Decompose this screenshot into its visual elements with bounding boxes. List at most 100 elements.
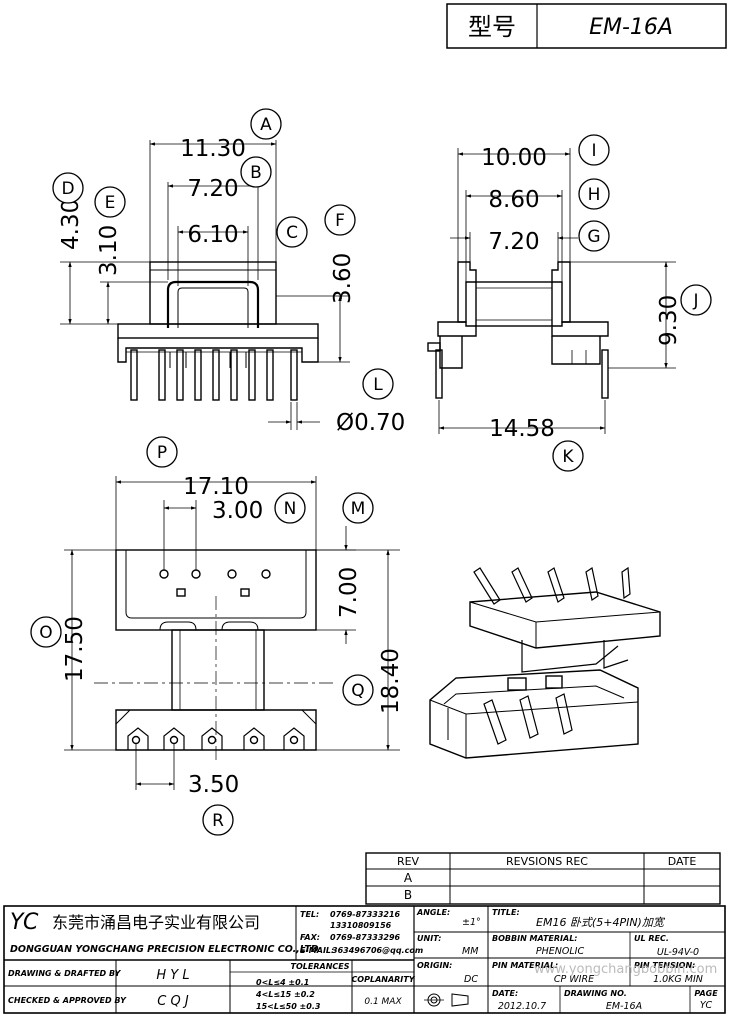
tolerances-label: TOLERANCES — [291, 962, 350, 971]
dim-R: 3.50 — [188, 772, 239, 798]
dim-F: 3.60 — [330, 253, 356, 304]
dim-P: 17.10 — [183, 474, 249, 500]
top-view-dimensions — [64, 476, 400, 790]
rev-row-a: A — [404, 871, 413, 885]
svg-text:N: N — [284, 499, 297, 519]
unit-label: UNIT: — [417, 934, 441, 943]
side-view-dimensions — [438, 148, 676, 434]
balloon-F: F — [324, 204, 356, 236]
rev-row-b: B — [404, 888, 412, 902]
checked-by: C Q J — [157, 994, 189, 1009]
title-label: TITLE: — [492, 908, 520, 917]
top-view-centerlines — [94, 596, 336, 762]
page-label: PAGE — [694, 989, 718, 998]
balloon-L: L — [362, 368, 394, 400]
balloon-E: E — [94, 186, 126, 218]
bobbin-value: PHENOLIC — [536, 946, 585, 957]
balloon-P: P — [146, 436, 178, 468]
svg-text:B: B — [250, 163, 262, 183]
balloon-K: K — [552, 440, 584, 472]
dim-H: 8.60 — [488, 187, 539, 213]
tolerance-1: 0<L≤4 ±0.1 — [256, 978, 309, 987]
front-view — [117, 261, 319, 401]
svg-text:R: R — [212, 811, 224, 831]
dim-E: 3.10 — [96, 225, 122, 276]
watermark: www.yongchangbobbin.com — [534, 962, 717, 977]
angle-label: ANGLE: — [416, 908, 450, 917]
balloon-G: G — [578, 220, 610, 252]
dim-G: 7.20 — [488, 229, 539, 255]
svg-text:I: I — [591, 141, 596, 161]
fax-label: FAX: — [300, 933, 320, 942]
drafted-by: H Y L — [156, 968, 189, 983]
balloon-Q: Q — [342, 674, 374, 706]
drawing-no-label: DRAWING NO. — [564, 989, 627, 998]
tolerance-3: 15<L≤50 ±0.3 — [256, 1002, 321, 1011]
pin-tension-value: 1.0KG MIN — [653, 974, 703, 985]
dim-O: 17.50 — [62, 616, 88, 682]
tolerance-2: 4<L≤15 ±0.2 — [255, 990, 315, 999]
checked-label: CHECKED & APPROVED BY — [8, 996, 127, 1005]
date-value: 2012.10.7 — [498, 1001, 546, 1012]
svg-text:J: J — [692, 291, 698, 311]
unit-value: MM — [462, 946, 478, 957]
origin-label: ORIGIN: — [417, 961, 452, 970]
fax-value: 0769-87333296 — [330, 933, 401, 942]
svg-text:E: E — [105, 193, 116, 213]
svg-text:Q: Q — [351, 681, 364, 701]
pin-material-label: PIN MATERIAL: — [492, 961, 558, 970]
svg-text:K: K — [562, 447, 574, 467]
company-name-en: DONGGUAN YONGCHANG PRECISION ELECTRONIC … — [10, 944, 319, 955]
drawing-no-value: EM-16A — [606, 1001, 642, 1012]
dim-J: 9.30 — [656, 295, 682, 346]
balloon-O: O — [30, 616, 62, 648]
coplanarity-label: COPLANARITY — [351, 975, 415, 984]
svg-text:C: C — [286, 223, 298, 243]
rev-rec-header: REVSIONS REC — [506, 855, 588, 868]
dim-N: 3.00 — [212, 498, 263, 524]
svg-text:D: D — [61, 179, 74, 199]
revision-table — [365, 852, 721, 905]
dim-D: 4.30 — [58, 199, 84, 250]
pin-material-value: CP WIRE — [554, 974, 594, 985]
svg-text:M: M — [351, 499, 366, 519]
model-number: EM-16A — [589, 15, 673, 40]
dim-M: 7.00 — [336, 567, 362, 618]
balloon-H: H — [578, 178, 610, 210]
balloon-B: B — [240, 156, 272, 188]
rev-date-header: DATE — [668, 855, 697, 868]
bobbin-label: BOBBIN MATERIAL: — [492, 934, 577, 943]
company-name-cn: 东莞市涌昌电子实业有限公司 — [52, 913, 260, 932]
dim-A: 11.30 — [180, 136, 246, 162]
dim-C: 6.10 — [187, 222, 238, 248]
coplanarity-value: 0.1 MAX — [364, 997, 402, 1007]
email-value: 363496706@qq.com — [332, 946, 423, 955]
balloon-D: D — [52, 172, 84, 204]
balloon-N: N — [274, 492, 306, 524]
svg-text:P: P — [157, 443, 167, 463]
pin-tension-label: PIN TENSION: — [634, 961, 695, 970]
dim-K: 14.58 — [489, 416, 555, 442]
dim-L: Ø0.70 — [336, 410, 405, 436]
front-view-dimensions — [60, 140, 350, 430]
balloon-J: J — [680, 284, 712, 316]
drafted-label: DRAWING & DRAFTED BY — [8, 969, 122, 978]
type-label: 型号 — [468, 13, 516, 41]
balloons: A B C D E F G H I J K L M N O P Q R — [30, 108, 712, 836]
balloon-A: A — [250, 108, 282, 140]
svg-text:A: A — [260, 115, 272, 135]
svg-text:G: G — [587, 227, 600, 247]
rev-header: REV — [397, 855, 420, 868]
tel-2: 13310809156 — [330, 921, 392, 930]
side-view — [427, 261, 609, 399]
email-label: E-MAIL: — [300, 946, 334, 955]
balloon-R: R — [202, 804, 234, 836]
ul-value: UL-94V-0 — [657, 947, 699, 958]
svg-text:O: O — [39, 623, 52, 643]
balloon-C: C — [276, 216, 308, 248]
company-logo: YC — [10, 910, 39, 935]
dim-B: 7.20 — [187, 176, 238, 202]
angle-value: ±1° — [462, 917, 481, 928]
balloon-M: M — [342, 492, 374, 524]
